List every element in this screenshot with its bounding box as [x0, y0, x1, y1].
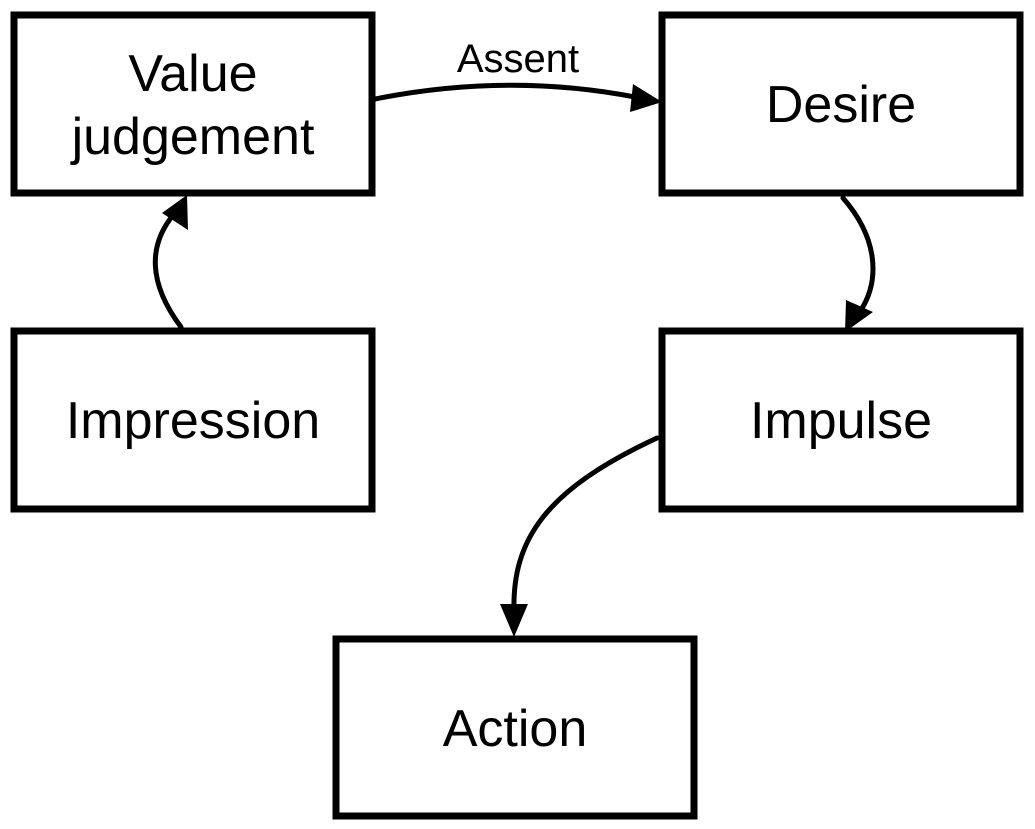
impulse-to-action-arrowhead — [500, 604, 528, 637]
desire-box — [658, 11, 1024, 197]
impulse-node: Impulse — [658, 327, 1024, 513]
action-node: Action — [332, 635, 698, 820]
desire-to-impulse-arrowhead — [845, 300, 873, 332]
desire-to-impulse-connector — [840, 195, 876, 313]
impression-box — [10, 327, 376, 513]
assent-edge-label: Assent — [457, 37, 579, 81]
impression-label: Impression — [66, 392, 320, 450]
impulse-label: Impulse — [750, 392, 932, 450]
value-judgement-node: Value judgement — [10, 11, 376, 197]
impulse-box — [658, 327, 1024, 513]
value-judgement-to-desire-arrowhead — [630, 84, 662, 112]
desire-node: Desire — [658, 11, 1024, 197]
value-judgement-label-line2: judgement — [70, 108, 315, 166]
impression-to-value-judgement-arrowhead — [162, 195, 188, 230]
value-judgement-box — [10, 11, 376, 197]
action-box — [332, 635, 698, 820]
action-label: Action — [443, 700, 588, 758]
value-judgement-to-desire-connector — [372, 82, 643, 102]
value-judgement-label-line1: Value — [128, 45, 257, 103]
desire-label: Desire — [766, 76, 916, 134]
impression-node: Impression — [10, 327, 376, 513]
impression-to-value-judgement-connector — [152, 211, 184, 330]
impulse-to-action-connector — [511, 435, 660, 615]
